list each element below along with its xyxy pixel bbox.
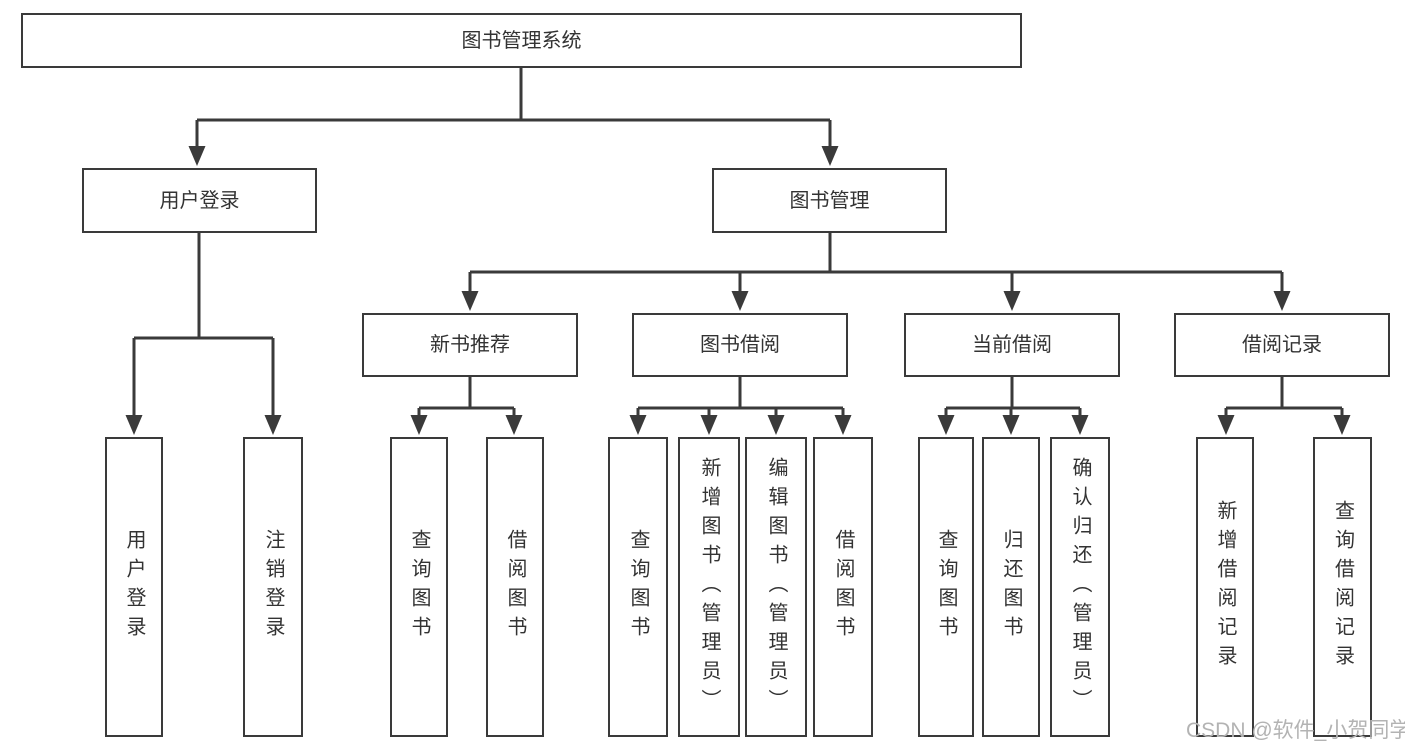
node-current-borrow: 当前借阅 [904,313,1120,377]
node-root-system: 图书管理系统 [21,13,1022,68]
leaf-return-book: 归还图书 [982,437,1040,737]
connector-borrow-records-children [1224,377,1344,421]
leaf-user-login: 用户登录 [105,437,163,737]
connector-book-borrow-children [636,377,845,421]
leaf-query-books-recommend: 查询图书 [390,437,448,737]
arrowheads [125,146,1351,435]
leaf-borrow-books-recommend: 借阅图书 [486,437,544,737]
connector-current-borrow-children [944,377,1082,421]
leaf-add-book-admin: 新增图书（管理员） [678,437,740,737]
connector-new-book-children [417,377,516,421]
node-borrow-records: 借阅记录 [1174,313,1390,377]
leaf-query-books-borrow: 查询图书 [608,437,668,737]
leaf-logout: 注销登录 [243,437,303,737]
leaf-edit-book-admin: 编辑图书（管理员） [745,437,807,737]
leaf-add-borrow-record: 新增借阅记录 [1196,437,1254,737]
leaf-borrow-books: 借阅图书 [813,437,873,737]
node-book-borrow: 图书借阅 [632,313,848,377]
node-user-login: 用户登录 [82,168,317,233]
csdn-watermark: CSDN @软件_小贺同学 [1186,719,1405,742]
leaf-query-borrow-record: 查询借阅记录 [1313,437,1372,737]
leaf-query-books-current: 查询图书 [918,437,974,737]
node-new-book-recommend: 新书推荐 [362,313,578,377]
leaf-confirm-return-admin: 确认归还（管理员） [1050,437,1110,737]
connector-book-management-children [468,233,1284,296]
node-book-management: 图书管理 [712,168,947,233]
connector-user-login-children [132,233,275,420]
connector-root-to-level2 [195,68,832,150]
